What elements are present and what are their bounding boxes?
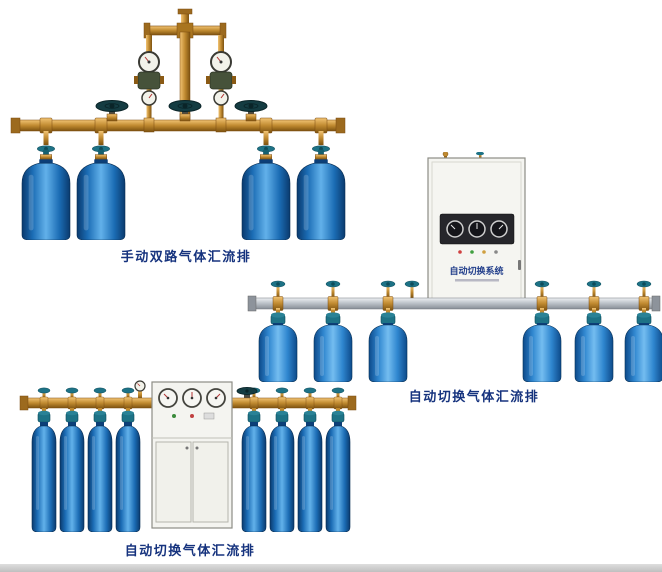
manifold-pipe	[10, 117, 346, 134]
gas-cylinder	[325, 408, 351, 532]
gas-cylinder	[87, 408, 113, 532]
cabinet-gauge	[182, 388, 202, 408]
cabinet-gauge	[206, 388, 226, 408]
control-cabinet: 自动切换系统	[427, 151, 526, 306]
pipe-end-cap	[347, 395, 357, 411]
gas-cylinder	[297, 408, 323, 532]
gas-cylinder	[115, 408, 141, 532]
gas-cylinder	[59, 408, 85, 532]
shutoff-handwheel-valve	[168, 100, 202, 122]
cabinet-door	[192, 441, 229, 523]
door-knob	[185, 446, 189, 450]
indicator-lights	[458, 250, 498, 254]
pipe-end-cap	[335, 117, 346, 134]
center-regulator-assembly	[134, 8, 236, 121]
manual-dual-manifold-drawing	[10, 8, 346, 240]
gas-cylinder	[241, 408, 267, 532]
control-cabinet	[151, 381, 233, 529]
cabinet-gauge	[158, 388, 178, 408]
cabinet-label: 自动切换系统	[449, 265, 503, 276]
gas-cylinder	[21, 145, 71, 240]
cabinet-door-handle	[518, 260, 521, 270]
illustration-auto-switch-manifold-tall	[16, 378, 360, 551]
gas-cylinder	[31, 408, 57, 532]
door-knob	[195, 446, 199, 450]
panel-gauge	[490, 220, 508, 238]
pipe-end-cap	[247, 295, 257, 312]
gas-cylinder	[76, 145, 126, 240]
panel-gauge	[468, 220, 486, 238]
gas-cylinder	[313, 310, 353, 382]
illustration-auto-switch-manifold: 自动切换系统	[246, 151, 662, 389]
gas-cylinder	[368, 310, 408, 382]
manifold-pipe	[247, 295, 661, 312]
pressure-regulator-left	[134, 35, 164, 120]
pipe-end-cap	[651, 295, 661, 312]
cabinet-door	[155, 441, 192, 523]
teal-valve-handles	[270, 280, 652, 298]
teal-valve-handles	[37, 387, 345, 399]
gas-cylinder	[258, 310, 298, 382]
auto-switch-manifold-drawing: 自动切换系统	[247, 151, 662, 382]
auto-switch-tall-drawing	[19, 380, 357, 532]
gas-cylinder	[624, 310, 662, 382]
shutoff-handwheel-valve	[95, 100, 129, 122]
auto-switch-tall-caption: 自动切换气体汇流排	[124, 543, 256, 558]
line-pressure-gauge	[134, 380, 146, 399]
shutoff-handwheel-valve	[236, 386, 258, 399]
gas-cylinder	[269, 408, 295, 532]
cylinder-drop-connectors	[43, 131, 324, 145]
cabinet-sublabel-text	[455, 279, 499, 282]
gas-cylinder	[522, 310, 562, 382]
panel-gauge	[446, 220, 464, 238]
illustration-manual-dual-manifold	[8, 6, 348, 249]
gas-cylinder	[574, 310, 614, 382]
manual-dual-manifold-caption: 手动双路气体汇流排	[120, 249, 252, 264]
pipe-end-cap	[10, 117, 21, 134]
auto-switch-manifold-caption: 自动切换气体汇流排	[408, 389, 540, 404]
cabinet-indicators	[172, 412, 215, 420]
shutoff-handwheel-valve	[234, 100, 268, 122]
pressure-regulator-right	[206, 35, 236, 120]
page-edge-strip	[0, 564, 662, 572]
pipe-end-cap	[19, 395, 29, 411]
